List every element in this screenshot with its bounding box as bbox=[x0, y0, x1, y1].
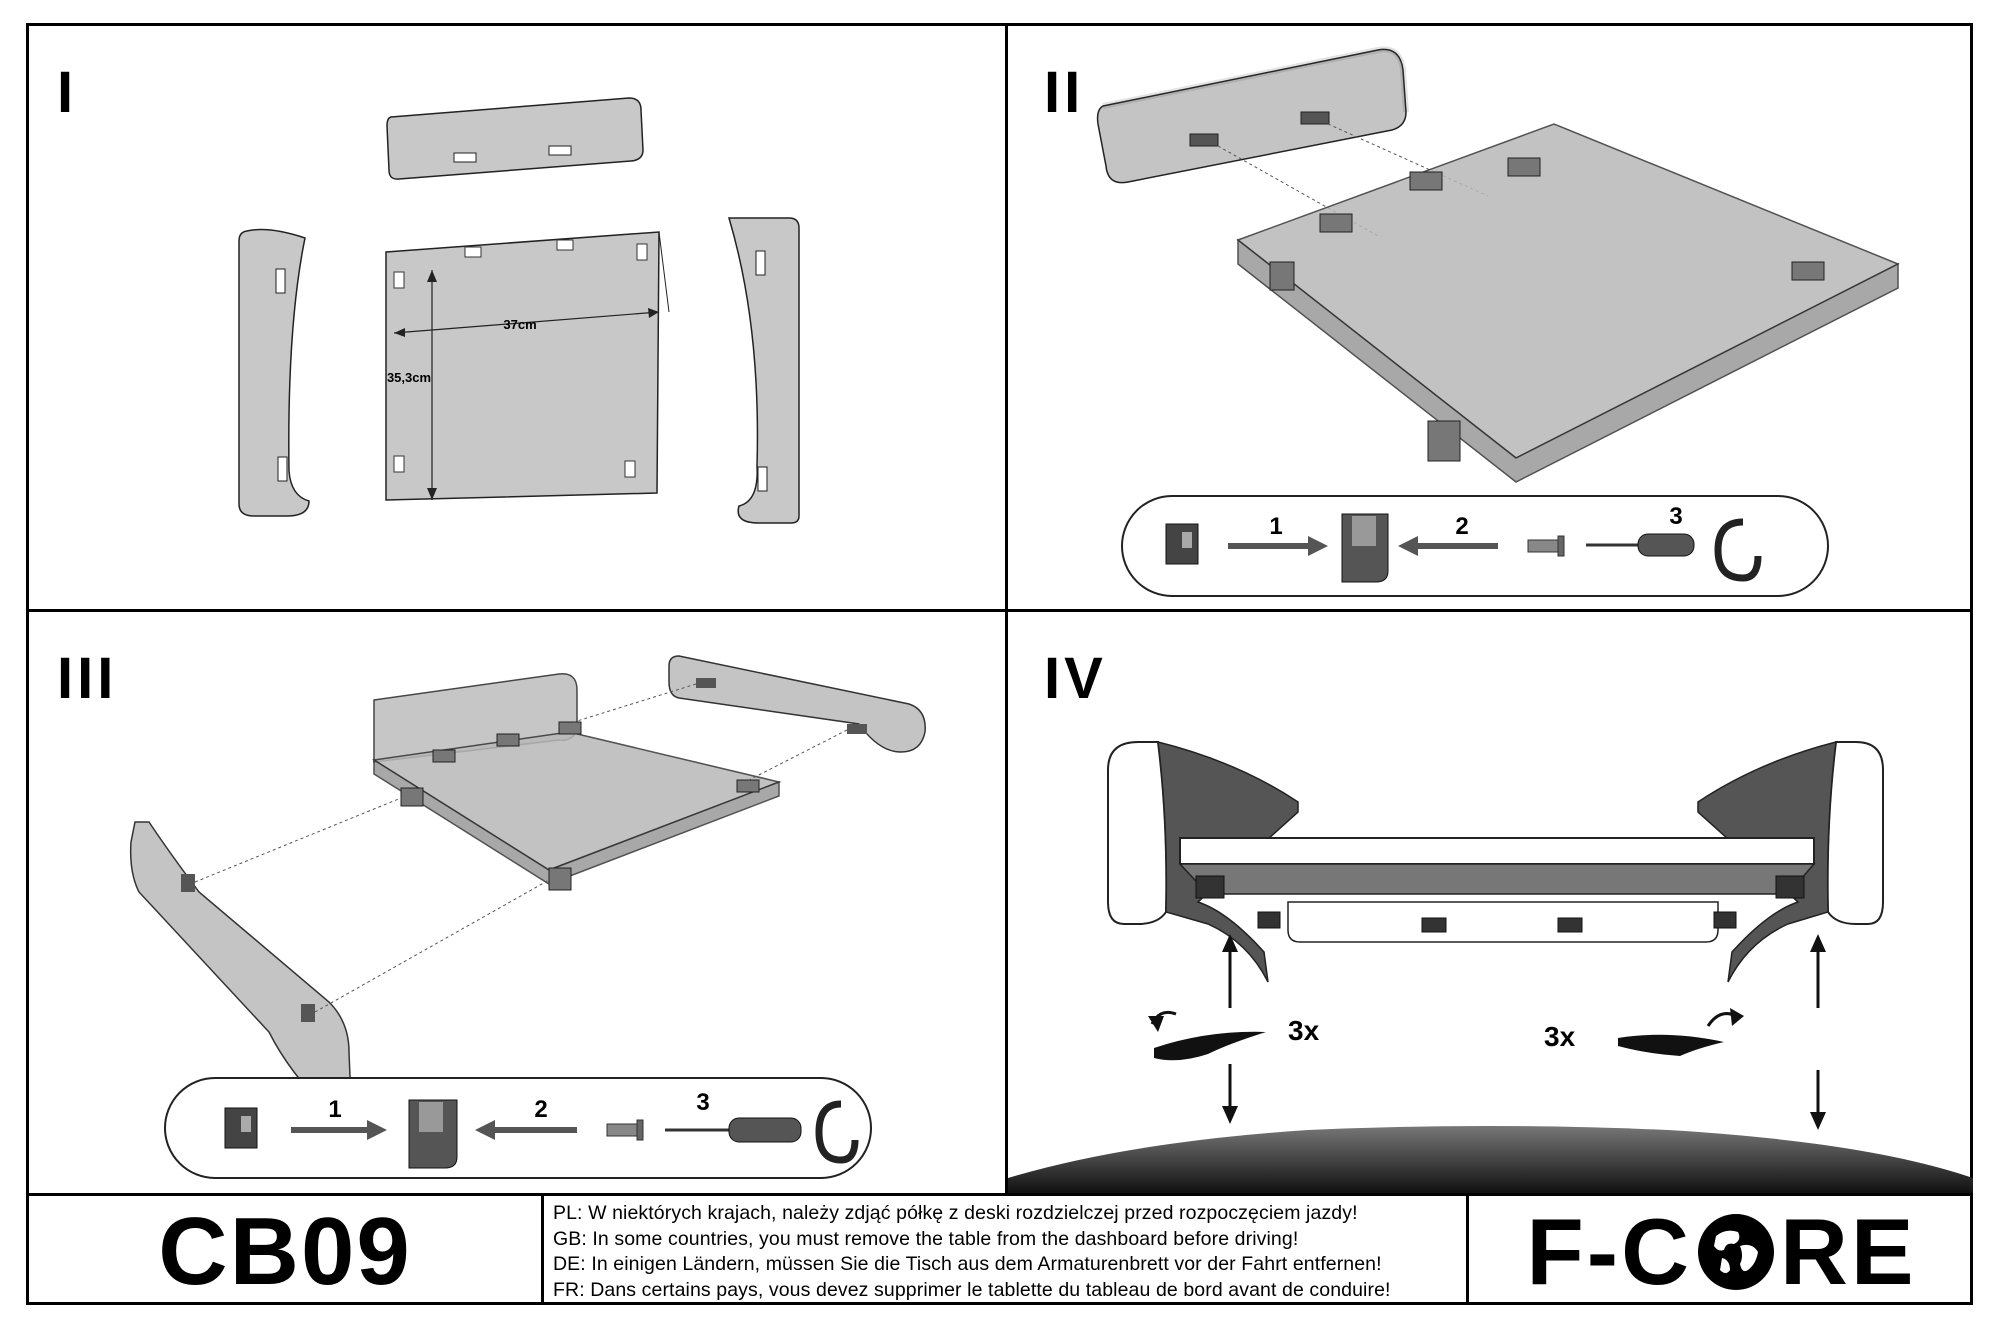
panel-step-4: IV bbox=[1008, 612, 1973, 1193]
bracket-6 bbox=[1427, 420, 1461, 462]
bracket-3 bbox=[558, 721, 582, 735]
left-side-panel bbox=[129, 821, 352, 1119]
table-top bbox=[1179, 837, 1815, 865]
right-side-panel-edge bbox=[1826, 741, 1884, 925]
bracket-3 bbox=[1257, 911, 1281, 929]
left-panel-clip-top bbox=[275, 268, 286, 294]
bracket-icon bbox=[1165, 523, 1199, 565]
table-top bbox=[385, 231, 660, 501]
mounted-bracket-icon bbox=[408, 1099, 458, 1169]
screw-icon bbox=[606, 1119, 644, 1141]
mounted-bracket-icon bbox=[1341, 513, 1389, 583]
left-panel-clip-bottom bbox=[277, 456, 288, 482]
clip-icon bbox=[815, 1100, 859, 1164]
bracket-5 bbox=[1269, 261, 1295, 291]
step-number-2: II bbox=[1044, 60, 1085, 125]
svg-text:1: 1 bbox=[1269, 513, 1282, 540]
svg-text:2: 2 bbox=[1455, 513, 1468, 540]
clip-icon bbox=[1714, 518, 1762, 582]
bracket-5 bbox=[1421, 917, 1447, 933]
left-panel-clip-2 bbox=[301, 1004, 315, 1022]
back-panel bbox=[1096, 48, 1407, 184]
warning-gb: GB: In some countries, you must remove t… bbox=[553, 1227, 1299, 1250]
globe-icon bbox=[1698, 1214, 1774, 1290]
svg-text:1: 1 bbox=[328, 1096, 341, 1123]
bracket-side-2 bbox=[636, 243, 648, 261]
bracket-icon bbox=[224, 1107, 258, 1149]
bracket-top-2 bbox=[556, 239, 574, 251]
width-dimension-label: 37cm bbox=[503, 317, 536, 332]
bracket-1 bbox=[1195, 875, 1225, 899]
bracket-1 bbox=[432, 749, 456, 763]
right-side-panel bbox=[668, 655, 926, 753]
left-panel-clip-1 bbox=[181, 874, 195, 892]
back-panel-clip-left bbox=[453, 152, 477, 163]
bracket-3 bbox=[1507, 157, 1541, 177]
bracket-2 bbox=[496, 733, 520, 747]
bracket-6 bbox=[548, 867, 572, 891]
right-panel-clip-bottom bbox=[757, 466, 768, 492]
divider-horizontal-middle bbox=[29, 609, 1973, 612]
panel-step-1: I bbox=[29, 26, 1005, 609]
bracket-2 bbox=[1775, 875, 1805, 899]
back-panel-clip-right bbox=[548, 145, 572, 156]
bracket-6 bbox=[1557, 917, 1583, 933]
bracket-1 bbox=[1319, 213, 1353, 233]
svg-text:3x: 3x bbox=[1288, 1015, 1320, 1046]
back-panel bbox=[386, 97, 644, 180]
screw-icon bbox=[1527, 535, 1565, 557]
instruction-sheet: I bbox=[26, 23, 1973, 1305]
bracket-bottom-1 bbox=[393, 455, 405, 473]
brand-logo: F-C RE bbox=[1470, 1196, 1973, 1308]
bracket-side-1 bbox=[393, 271, 405, 289]
step-1-illustration: 37cm 35,3cm bbox=[238, 97, 800, 524]
divider-horizontal-footer bbox=[29, 1193, 1973, 1196]
right-side-panel bbox=[727, 217, 800, 524]
model-number: CB09 bbox=[158, 1198, 412, 1305]
back-clip-1 bbox=[1189, 133, 1219, 147]
warning-pl: PL: W niektórych krajach, należy zdjąć p… bbox=[553, 1202, 1358, 1224]
divider-footer-1 bbox=[541, 1193, 544, 1305]
screwdriver-icon bbox=[665, 1117, 802, 1143]
right-panel-clip-2 bbox=[847, 724, 867, 734]
step-number-1: I bbox=[57, 60, 78, 125]
rotation-arrow-left bbox=[1154, 1031, 1266, 1061]
screwdriver-icon bbox=[1586, 533, 1695, 557]
left-side-panel bbox=[238, 228, 310, 517]
bracket-5 bbox=[400, 787, 424, 807]
svg-text:3x: 3x bbox=[1544, 1021, 1576, 1052]
dashboard bbox=[1008, 1126, 1973, 1193]
brand-text-right: RE bbox=[1780, 1199, 1917, 1304]
warning-fr: FR: Dans certains pays, vous devez suppr… bbox=[553, 1278, 1391, 1301]
step-3-illustration: 1 2 3 bbox=[129, 655, 926, 1179]
right-panel-clip-1 bbox=[696, 678, 716, 688]
panel-step-2: II bbox=[1008, 26, 1973, 609]
bracket-4 bbox=[1791, 261, 1825, 281]
step-number-3: III bbox=[57, 646, 118, 711]
svg-text:2: 2 bbox=[534, 1096, 547, 1123]
driving-warnings: PL: W niektórych krajach, należy zdjąć p… bbox=[545, 1198, 1465, 1306]
divider-footer-2 bbox=[1466, 1193, 1469, 1305]
bracket-4 bbox=[736, 779, 760, 793]
panel-step-3: III bbox=[29, 612, 1005, 1193]
step-2-illustration: 1 2 3 bbox=[1096, 46, 1900, 597]
back-clip-2 bbox=[1300, 111, 1330, 125]
svg-text:3: 3 bbox=[696, 1089, 709, 1116]
table-top bbox=[1236, 123, 1900, 459]
bracket-top-1 bbox=[464, 246, 482, 258]
rotation-arrow-right bbox=[1618, 1034, 1724, 1056]
warning-de: DE: In einigen Ländern, müssen Sie die T… bbox=[553, 1253, 1382, 1276]
bracket-bottom-2 bbox=[624, 460, 636, 478]
bracket-2 bbox=[1409, 171, 1443, 191]
depth-dimension-label: 35,3cm bbox=[387, 370, 431, 385]
step-number-4: IV bbox=[1044, 646, 1107, 711]
left-side-panel-edge bbox=[1107, 741, 1168, 925]
step-4-illustration: 3x 3x bbox=[1008, 740, 1973, 1193]
bracket-4 bbox=[1713, 911, 1737, 929]
back-lip bbox=[1287, 901, 1719, 943]
svg-text:3: 3 bbox=[1669, 503, 1682, 530]
right-panel-clip-top bbox=[755, 250, 766, 276]
brand-text-left: F-C bbox=[1526, 1199, 1692, 1304]
width-dimension-line bbox=[393, 311, 660, 334]
